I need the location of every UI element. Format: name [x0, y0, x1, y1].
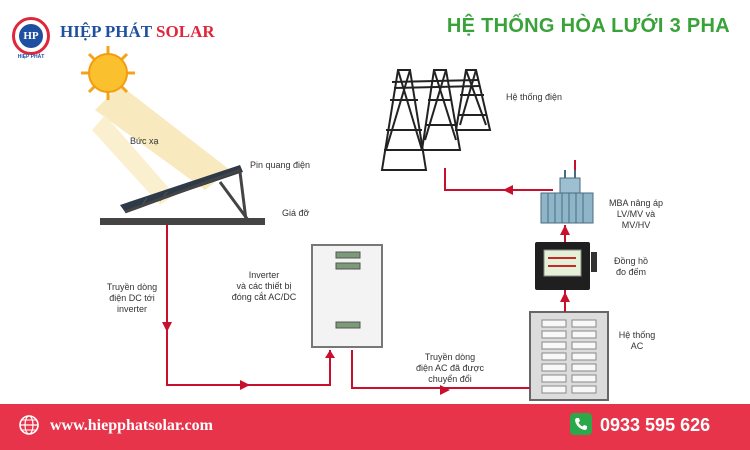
meter-icon: [535, 242, 597, 290]
transformer-icon: [540, 170, 594, 224]
mount-icon: [124, 168, 250, 221]
mount-label: Giá đỡ: [282, 208, 310, 218]
logo-letters: HP: [19, 24, 43, 48]
page-title: HỆ THỐNG HÒA LƯỚI 3 PHA: [446, 15, 730, 37]
phone-number[interactable]: 0933 595 626: [600, 415, 711, 435]
inverter-icon: [311, 244, 383, 348]
logo-subtext: HIỆP PHÁT: [17, 54, 45, 60]
website-link[interactable]: www.hiepphatsolar.com: [50, 417, 213, 434]
phone-icon: [570, 413, 592, 435]
system-diagram: [81, 46, 609, 401]
panel-label: Pin quang điện: [250, 160, 311, 170]
brand-name: HIỆP PHÁT SOLAR: [60, 22, 215, 42]
grid-label: Hệ thống điện: [506, 92, 563, 102]
footer-bar: [0, 404, 750, 450]
radiation-beams: [92, 85, 230, 205]
ac-cabinet-icon: [529, 311, 609, 401]
sun-icon: [81, 46, 135, 100]
globe-icon: [19, 415, 39, 435]
brand-name-part2: SOLAR: [156, 22, 215, 41]
brand-name-part1: HIỆP PHÁT: [60, 22, 152, 41]
wire-arrows: [162, 185, 570, 395]
mount-base: [100, 218, 265, 225]
radiation-label: Bức xạ: [130, 136, 159, 146]
transmission-tower-icon: [380, 69, 492, 171]
logo-icon: HP: [12, 17, 50, 55]
